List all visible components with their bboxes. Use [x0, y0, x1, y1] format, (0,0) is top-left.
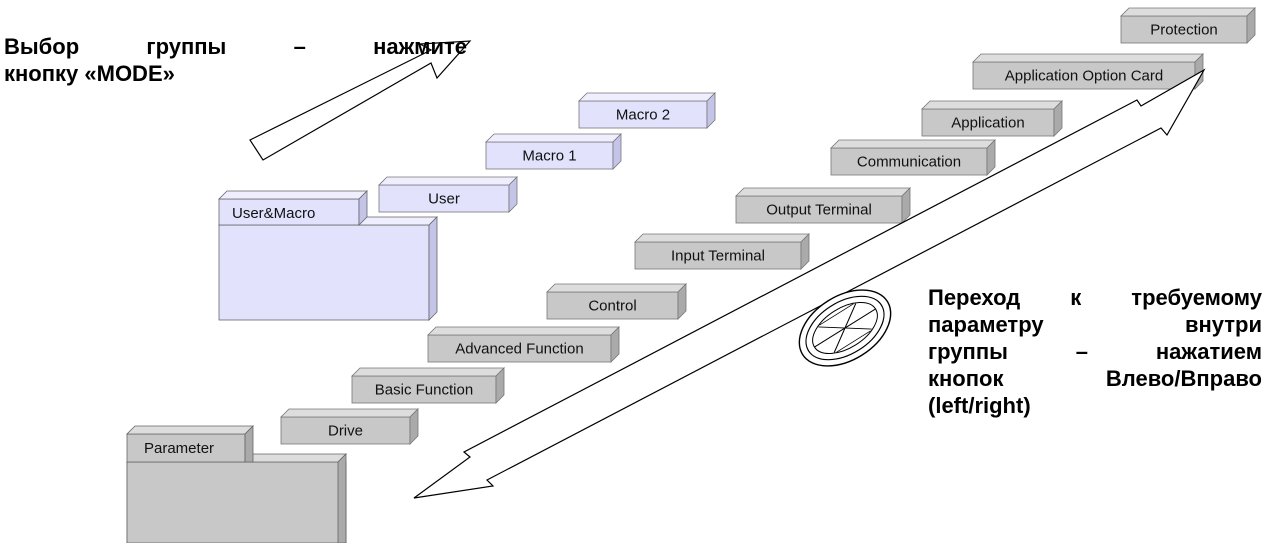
group-tab-communication: Communication	[830, 139, 996, 176]
group-tab-user: User	[378, 176, 518, 213]
nav-instruction-line-3: группы – нажатием	[928, 339, 1262, 364]
nav-instruction-line-4: кнопок Влево/Вправо	[928, 366, 1262, 391]
group-tab-basic-function-label: Basic Function	[375, 382, 473, 399]
mode-instruction: Выбор группы – нажмите кнопку «MODE»	[4, 33, 467, 87]
group-tab-advanced-function: Advanced Function	[427, 326, 620, 363]
group-tab-macro-1-label: Macro 1	[522, 148, 576, 165]
group-tab-application-option-card: Application Option Card	[972, 53, 1204, 90]
group-tab-application-label: Application	[951, 115, 1024, 132]
group-tab-output-terminal: Output Terminal	[735, 187, 911, 224]
group-tab-output-terminal-label: Output Terminal	[766, 202, 872, 219]
group-tab-application: Application	[921, 100, 1063, 137]
group-tab-macro-1: Macro 1	[485, 133, 622, 170]
parameter-folder	[126, 425, 347, 543]
group-tab-macro-2: Macro 2	[578, 92, 716, 129]
group-label-user-macro: User&Macro	[232, 205, 315, 222]
group-tab-protection-label: Protection	[1150, 22, 1218, 39]
double-arrow-icon	[413, 68, 1206, 499]
group-tab-control-label: Control	[588, 298, 636, 315]
group-tab-input-terminal-label: Input Terminal	[671, 248, 765, 265]
nav-instruction-line-2: параметру внутри	[928, 312, 1262, 337]
group-tab-drive-label: Drive	[328, 423, 363, 440]
group-label-parameter: Parameter	[144, 440, 214, 457]
user-macro-folder	[218, 190, 438, 321]
mode-instruction-line-1: Выбор группы – нажмите	[4, 34, 467, 59]
group-tab-advanced-function-label: Advanced Function	[455, 341, 583, 358]
group-tab-macro-2-label: Macro 2	[616, 107, 670, 124]
group-tab-protection: Protection	[1120, 7, 1256, 44]
mode-instruction-line-2: кнопку «MODE»	[4, 61, 175, 86]
navigation-key-icon	[798, 289, 892, 367]
group-tab-basic-function: Basic Function	[351, 367, 505, 404]
group-tab-control: Control	[546, 283, 687, 320]
group-tab-communication-label: Communication	[857, 154, 961, 171]
group-tab-input-terminal: Input Terminal	[634, 233, 810, 270]
nav-instruction-line-1: Переход к требуемому	[928, 285, 1262, 310]
navigation-instruction: Переход к требуемому параметру внутри гр…	[928, 284, 1262, 419]
group-tab-user-label: User	[428, 191, 460, 208]
group-tab-application-option-card-label: Application Option Card	[1005, 68, 1163, 85]
group-tab-drive: Drive	[280, 408, 419, 445]
nav-instruction-line-5: (left/right)	[928, 393, 1031, 418]
mode-arrow-icon	[249, 40, 472, 161]
